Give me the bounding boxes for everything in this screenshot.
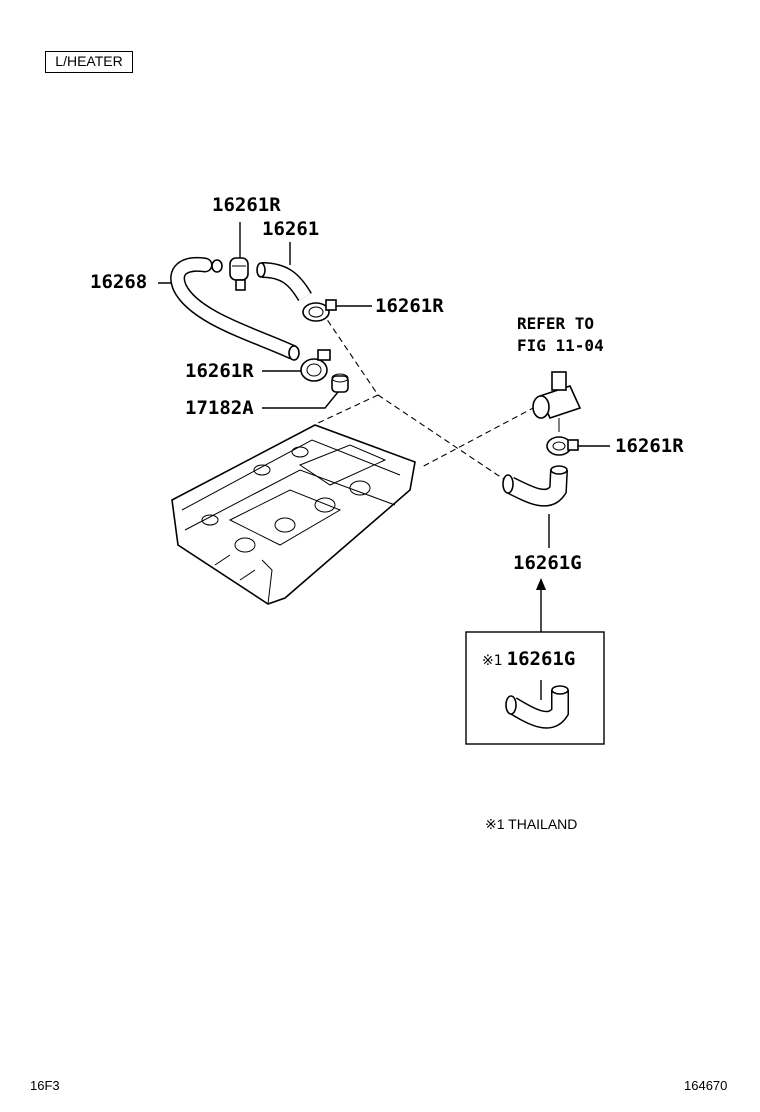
callout-clamp-right-upper: 16261R <box>375 295 444 317</box>
section-tag: L/HEATER <box>45 51 133 73</box>
inset-mark: ※1 <box>482 653 503 669</box>
thailand-note: ※1 THAILAND <box>485 816 578 832</box>
clamp-top <box>229 257 249 291</box>
reference-line-2: FIG 11-04 <box>517 336 604 355</box>
clamp-right-lower <box>546 436 579 456</box>
clamp-left-mid <box>300 349 331 382</box>
inset-part-number: 16261G <box>506 648 576 670</box>
hose-16261 <box>256 262 312 302</box>
reference-label: REFER TO FIG 11-04 <box>517 313 604 357</box>
water-fitting <box>532 371 582 432</box>
cylinder-head <box>171 424 416 605</box>
callout-clamp-left-mid: 16261R <box>185 360 254 382</box>
leader-lines <box>158 222 610 700</box>
callout-hose-g: 16261G <box>513 552 582 574</box>
callout-union: 17182A <box>185 397 254 419</box>
inset-box <box>465 631 605 745</box>
hose-16268 <box>170 256 300 361</box>
callout-hose-upper: 16261 <box>262 218 320 240</box>
footer-right-code: 164670 <box>684 1078 728 1093</box>
reference-line-1: REFER TO <box>517 314 595 333</box>
clamp-right-upper <box>302 299 337 322</box>
assembly-dashed-lines <box>317 311 536 481</box>
inset-arrow <box>536 578 546 632</box>
callout-clamp-top: 16261R <box>212 194 281 216</box>
union-17182a <box>331 373 349 393</box>
footer-left-code: 16F3 <box>30 1078 60 1093</box>
hose-16261g <box>502 465 568 507</box>
callout-clamp-right-lower: 16261R <box>615 435 684 457</box>
callout-hose-long: 16268 <box>90 271 148 293</box>
